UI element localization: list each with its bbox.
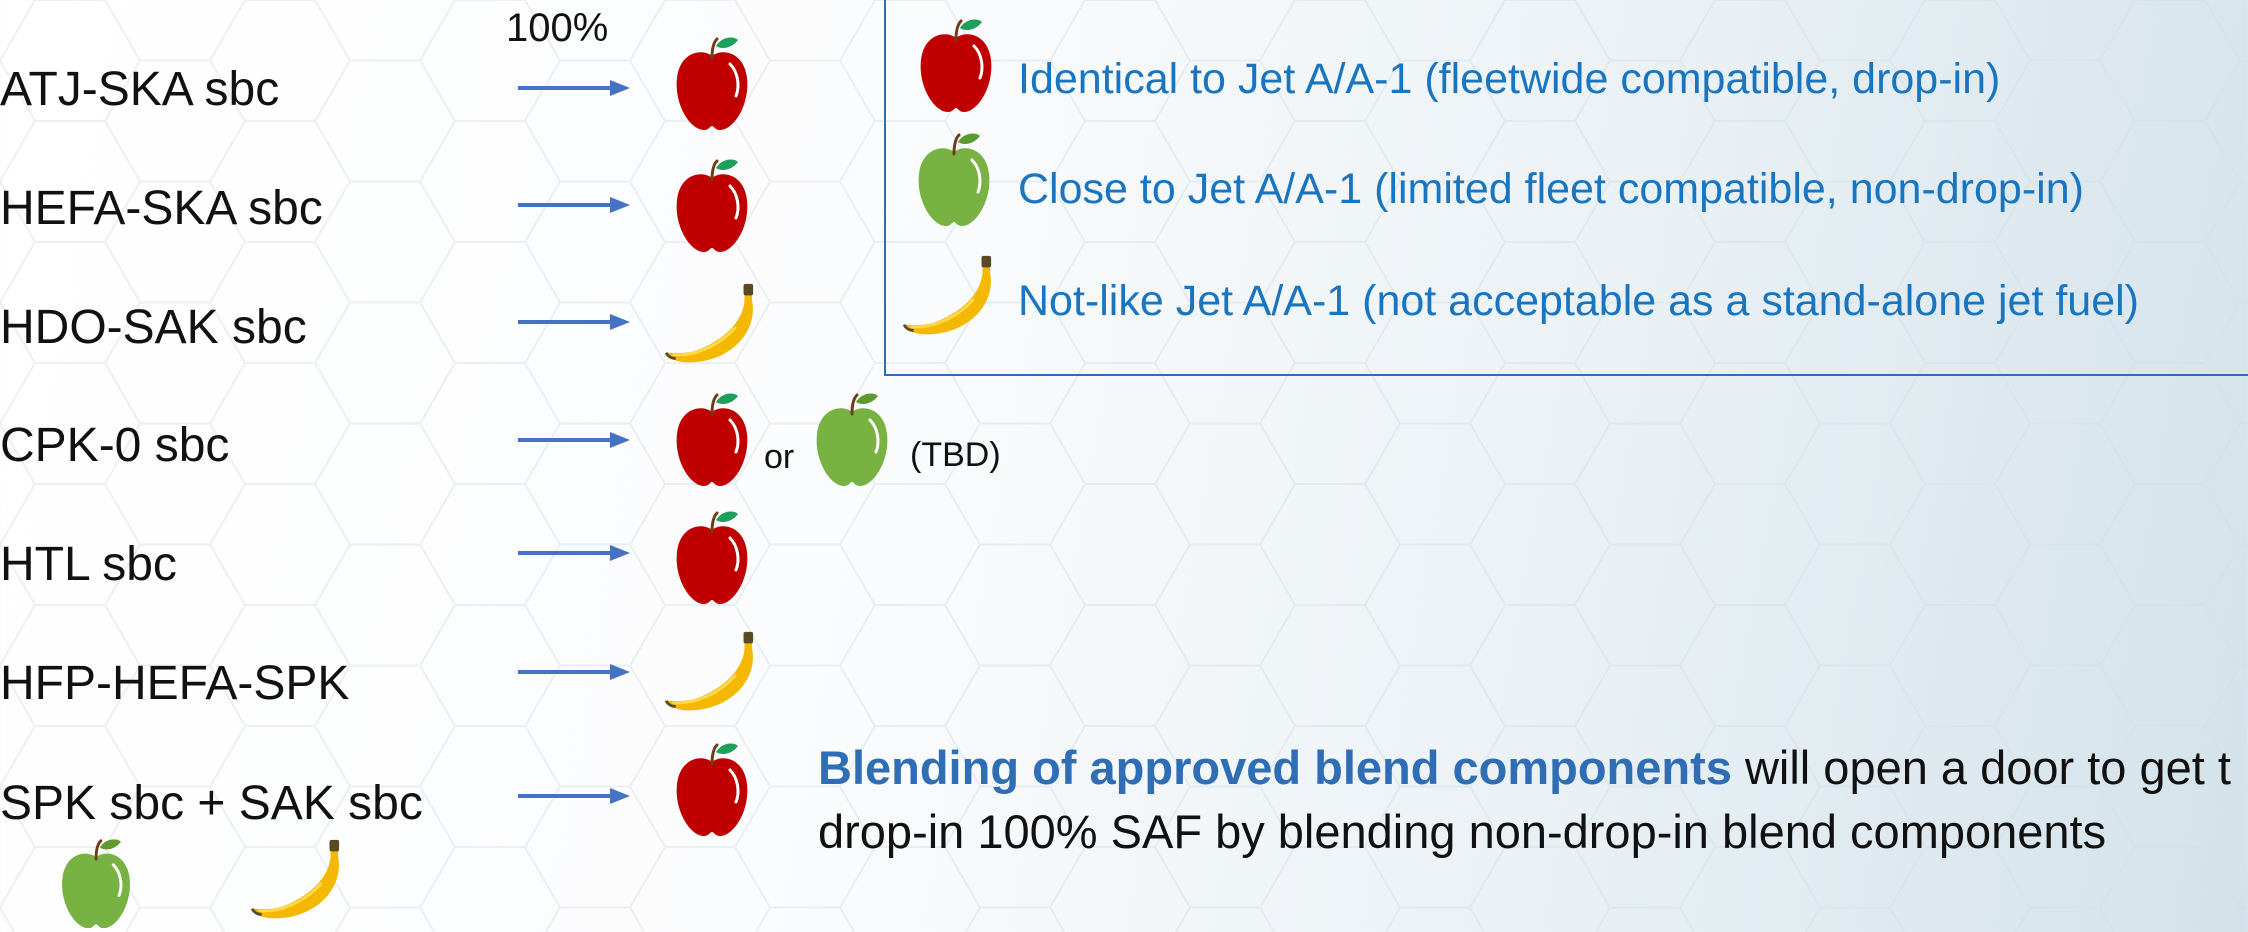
arrow-icon	[518, 76, 630, 100]
arrow-icon	[518, 193, 630, 217]
arrow-icon	[518, 541, 630, 565]
green-apple-icon	[54, 836, 138, 932]
legend-box	[884, 0, 2248, 376]
row-label-hdo-sak: HDO-SAK sbc	[0, 301, 307, 354]
banana-icon	[246, 838, 350, 924]
legend-close-text: Close to Jet A/A-1 (limited fleet compat…	[1018, 165, 2084, 213]
arrow-icon	[518, 428, 630, 452]
red-apple-icon	[670, 390, 754, 490]
red-apple-icon	[914, 16, 998, 116]
green-apple-icon	[810, 390, 894, 490]
red-apple-icon	[670, 156, 754, 256]
percent-label: 100%	[506, 6, 609, 50]
row-label-atj-ska: ATJ-SKA sbc	[0, 63, 280, 116]
red-apple-icon	[670, 740, 754, 840]
banana-icon	[660, 630, 764, 716]
green-apple-icon	[912, 130, 996, 230]
legend-not-like-text: Not-like Jet A/A-1 (not acceptable as a …	[1018, 277, 2140, 325]
row-label-spk-sak: SPK sbc + SAK sbc	[0, 777, 423, 830]
arrow-icon	[518, 660, 630, 684]
row-label-cpk-0: CPK-0 sbc	[0, 419, 230, 472]
red-apple-icon	[670, 508, 754, 608]
blending-statement-line1: Blending of approved blend components wi…	[818, 744, 2231, 791]
row-label-hefa-ska: HEFA-SKA sbc	[0, 182, 323, 235]
banana-icon	[898, 254, 1002, 340]
blending-statement-line2: drop-in 100% SAF by blending non-drop-in…	[818, 805, 2107, 858]
row-label-htl: HTL sbc	[0, 538, 177, 591]
blending-line1-rest: will open a door to get t	[1731, 741, 2231, 794]
tbd-note: (TBD)	[910, 436, 1001, 474]
red-apple-icon	[670, 34, 754, 134]
arrow-icon	[518, 784, 630, 808]
row-label-hfp-hefa-spk: HFP-HEFA-SPK	[0, 657, 350, 710]
or-label: or	[764, 438, 795, 476]
arrow-icon	[518, 310, 630, 334]
blending-highlight: Blending of approved blend components	[818, 741, 1732, 794]
legend-identical-text: Identical to Jet A/A-1 (fleetwide compat…	[1018, 55, 2001, 103]
banana-icon	[660, 282, 764, 368]
